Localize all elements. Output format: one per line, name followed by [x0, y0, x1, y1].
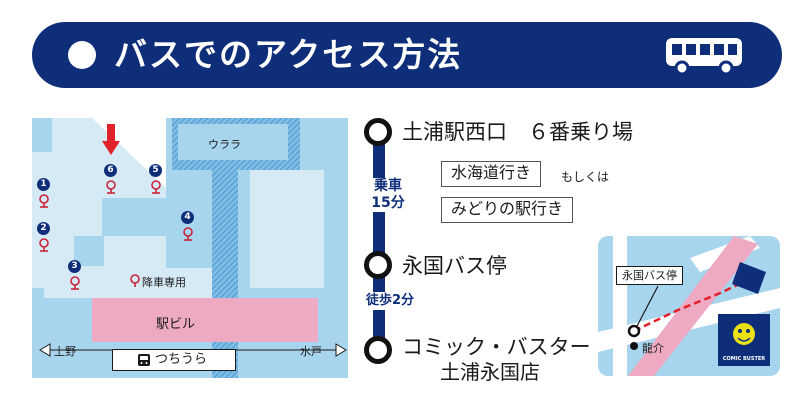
ride-time: 15分 — [371, 195, 405, 211]
station-name: つちうら — [155, 352, 208, 367]
bus-option-1: 水海道行き — [441, 161, 542, 187]
bus-stop-pin-icon — [70, 276, 80, 290]
drop-off-label: 降車専用 — [142, 276, 186, 289]
bus-stop-4: 4 — [181, 211, 194, 224]
departure-stop: 土浦駅西口 ６番乗り場 — [402, 120, 633, 144]
walk-duration: 徒歩2分 — [362, 292, 418, 310]
train-icon — [138, 354, 150, 366]
landmark-label: 龍介 — [642, 342, 664, 355]
bus-stop-pin-icon — [39, 194, 49, 208]
bus-option-2: みどりの駅行き — [441, 197, 574, 223]
bus-stop-5: 5 — [149, 164, 162, 177]
destination-name: コミック・バスター — [402, 335, 591, 359]
bus-icon — [666, 38, 742, 76]
shop-logo-label: COMIC BUSTER — [722, 356, 766, 362]
bus-stop-pin-icon — [39, 238, 49, 252]
destination-node — [364, 336, 392, 364]
east-direction-label: 水戸 — [300, 345, 322, 358]
page-title: バスでのアクセス方法 — [114, 35, 463, 74]
urara-label: ウララ — [208, 138, 241, 151]
bus-stop-3: 3 — [68, 260, 81, 273]
route-line — [373, 134, 385, 352]
bus-stop-6: 6 — [104, 164, 117, 177]
bus-stop-pin-icon — [151, 180, 161, 194]
header-banner: バスでのアクセス方法 — [32, 22, 782, 88]
ride-duration: 乗車 15分 — [370, 178, 406, 212]
station-map-graphics — [32, 118, 347, 378]
bus-stop-pin-icon — [106, 180, 116, 194]
connector-text: もしくは — [561, 170, 610, 184]
destination-branch: 土浦永国店 — [440, 360, 540, 384]
mini-bus-stop-label: 永国バス停 — [616, 266, 683, 285]
ride-label: 乗車 — [374, 178, 402, 194]
west-direction-label: 上野 — [54, 345, 76, 358]
mini-map: 永国バス停 龍介 COMIC BUSTER — [598, 236, 780, 376]
drop-off-pin-icon — [130, 274, 140, 287]
transfer-stop: 永国バス停 — [402, 254, 507, 278]
station-name-box: つちうら — [112, 349, 236, 371]
departure-node — [364, 118, 392, 146]
bus-stop-2: 2 — [37, 222, 50, 235]
bus-stop-pin-icon — [183, 227, 193, 241]
down-arrow-icon — [102, 124, 120, 155]
station-building-label: 駅ビル — [156, 317, 196, 332]
bus-stop-1: 1 — [37, 178, 50, 191]
mini-map-graphics — [598, 236, 780, 376]
station-map: ウララ 駅ビル 降車専用 上野 水戸 つちうら 1 2 3 4 5 6 — [32, 118, 348, 378]
transfer-node — [364, 251, 392, 279]
bullet-icon — [68, 41, 96, 69]
